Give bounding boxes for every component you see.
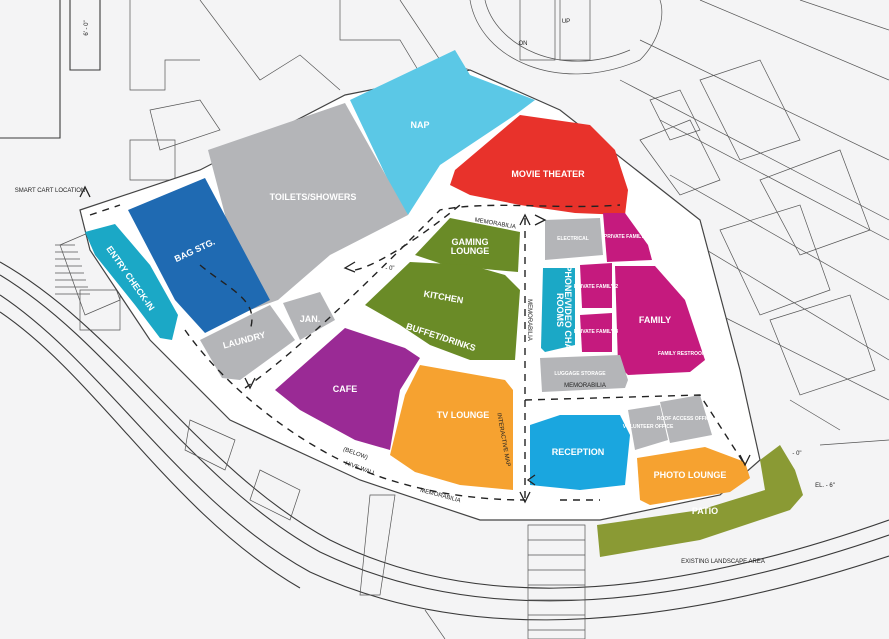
room-bag-storage[interactable] (128, 178, 270, 333)
room-private-family-3[interactable] (580, 313, 612, 352)
arrow-right-icon (534, 214, 547, 226)
dimension-right-label: - 0" (792, 451, 801, 457)
label-phone-video-chat: PHONE/VIDEO CHAT (563, 265, 573, 355)
existing-landscape-label: EXISTING LANDSCAPE AREA (681, 559, 765, 565)
arrow-left-icon (526, 474, 536, 486)
arrow-down-icon (244, 377, 256, 390)
label-tv-lounge: TV LOUNGE (437, 410, 490, 420)
label-luggage-storage: LUGGAGE STORAGE (554, 371, 606, 377)
elevation-label: EL. - 6" (815, 483, 835, 489)
arrow-down-icon (519, 491, 531, 504)
dimension-mid-label: - 0" (385, 266, 394, 272)
rooms (85, 50, 803, 557)
room-photo-lounge[interactable] (637, 447, 750, 505)
label-photo-lounge: PHOTO LOUNGE (654, 470, 727, 480)
room-entry-check-in[interactable] (85, 224, 178, 340)
label-volunteer-office: VOLUNTEER OFFICE (623, 424, 674, 430)
room-volunteer-office[interactable] (628, 405, 668, 450)
room-private-family-1[interactable] (603, 213, 652, 262)
label-family-restroom: FAMILY RESTROOM (658, 351, 706, 357)
label-electrical: ELECTRICAL (557, 236, 589, 242)
memorabilia-bottom-label: MEMORABILIA (564, 383, 606, 389)
stair-bottom (528, 539, 585, 631)
room-movie-theater[interactable] (450, 115, 628, 215)
smart-cart-label: SMART CART LOCATION (15, 188, 85, 194)
label-movie-theater: MOVIE THEATER (511, 169, 585, 179)
room-cafe[interactable] (275, 328, 420, 450)
room-tv-lounge[interactable] (390, 365, 513, 490)
room-gaming-lounge[interactable] (415, 218, 520, 272)
label-patio: PATIO (692, 506, 718, 516)
label-janitor: JAN. (300, 314, 321, 324)
stair-up-label: UP (562, 19, 570, 25)
direction-arrows (79, 185, 751, 504)
label-gaming-lounge-1: GAMING (452, 237, 489, 247)
room-phone-video-chat[interactable] (541, 268, 575, 352)
label-reception: RECEPTION (552, 447, 605, 457)
memorabilia-left-label: MEMORABILIA (526, 299, 532, 341)
label-phone-video-chat-rooms: ROOMS (555, 293, 565, 327)
room-private-family-2[interactable] (580, 263, 612, 308)
label-private-family-2: PRIVATE FAMILY 2 (574, 284, 618, 290)
arrow-down-icon (739, 454, 751, 467)
room-patio[interactable] (597, 445, 803, 557)
label-gaming-lounge-2: LOUNGE (451, 246, 490, 256)
label-family: FAMILY (639, 315, 671, 325)
label-private-family-1: PRIVATE FAMILY 1 (604, 234, 648, 240)
arrow-left-icon (343, 261, 356, 273)
arrow-up-icon (519, 213, 531, 226)
arrow-up-icon (79, 185, 91, 198)
room-roof-access-office[interactable] (660, 395, 712, 443)
room-janitor[interactable] (283, 292, 335, 340)
label-toilets-showers: TOILETS/SHOWERS (270, 192, 357, 202)
label-roof-access-office: ROOF ACCESS OFFICE (657, 416, 714, 422)
stair-left (55, 244, 90, 295)
room-reception[interactable] (530, 415, 630, 490)
room-nap[interactable] (350, 50, 535, 215)
room-electrical[interactable] (545, 218, 603, 260)
room-laundry[interactable] (200, 305, 295, 380)
circulation-path (89, 204, 746, 501)
dimension-top-label: 6' - 0" (84, 20, 90, 35)
label-cafe: CAFE (333, 384, 358, 394)
room-toilets-showers[interactable] (208, 103, 408, 310)
stair-on-label: ON (519, 41, 528, 47)
label-nap: NAP (410, 120, 429, 130)
room-kitchen-buffet[interactable] (365, 262, 520, 360)
room-luggage-storage[interactable] (540, 355, 628, 392)
label-private-family-3: PRIVATE FAMILY 3 (574, 329, 618, 335)
room-family[interactable] (615, 266, 705, 375)
